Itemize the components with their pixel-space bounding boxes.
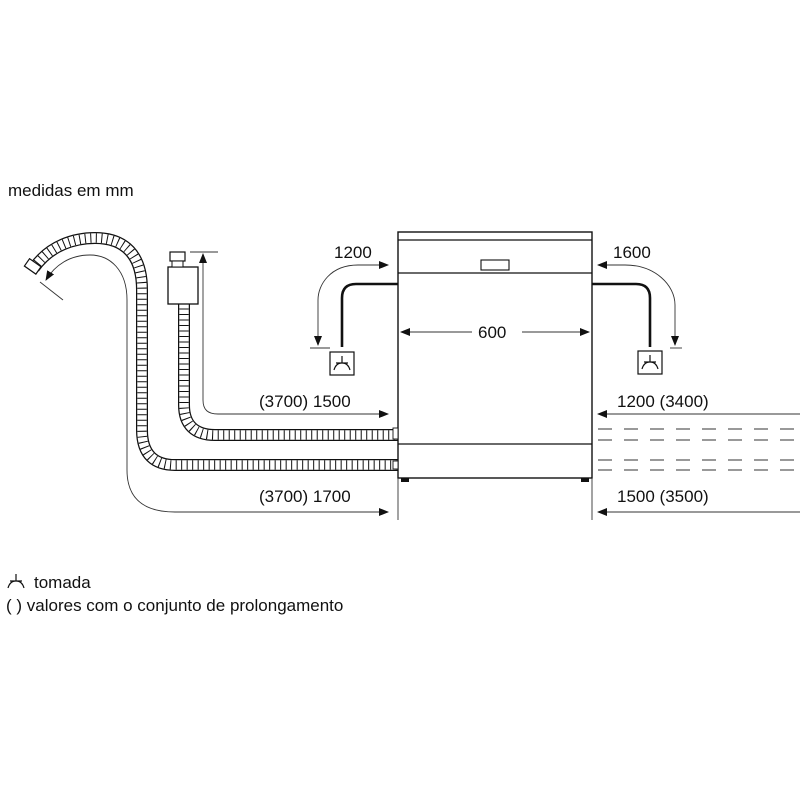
width-dimension: 600	[478, 323, 506, 342]
aquastop-valve-icon	[167, 266, 199, 305]
foot-left	[401, 478, 409, 482]
power-cord-right	[592, 282, 652, 347]
drain-hose	[23, 231, 398, 471]
legend-parentheses: ( ) valores com o conjunto de prolongame…	[6, 596, 343, 615]
inlet-hose	[167, 251, 398, 441]
foot-right	[581, 478, 589, 482]
hose-continuation-dashes	[598, 428, 800, 471]
dishwasher	[392, 231, 593, 482]
left-cord-length: 1200	[334, 243, 372, 262]
display-panel	[480, 259, 510, 271]
right-drain-length: 1500 (3500)	[617, 487, 709, 506]
right-inlet-length: 1200 (3400)	[617, 392, 709, 411]
socket-icon-right	[637, 350, 663, 375]
legend-socket: tomada	[34, 573, 91, 592]
right-cord-length: 1600	[613, 243, 651, 262]
left-inlet-length: (3700) 1500	[259, 392, 351, 411]
units-note: medidas em mm	[8, 181, 134, 200]
drain-hose-end-icon	[23, 257, 42, 275]
left-drain-length: (3700) 1700	[259, 487, 351, 506]
socket-legend-icon	[7, 574, 25, 589]
socket-icon-left	[329, 351, 355, 376]
power-cord-left	[340, 282, 398, 347]
